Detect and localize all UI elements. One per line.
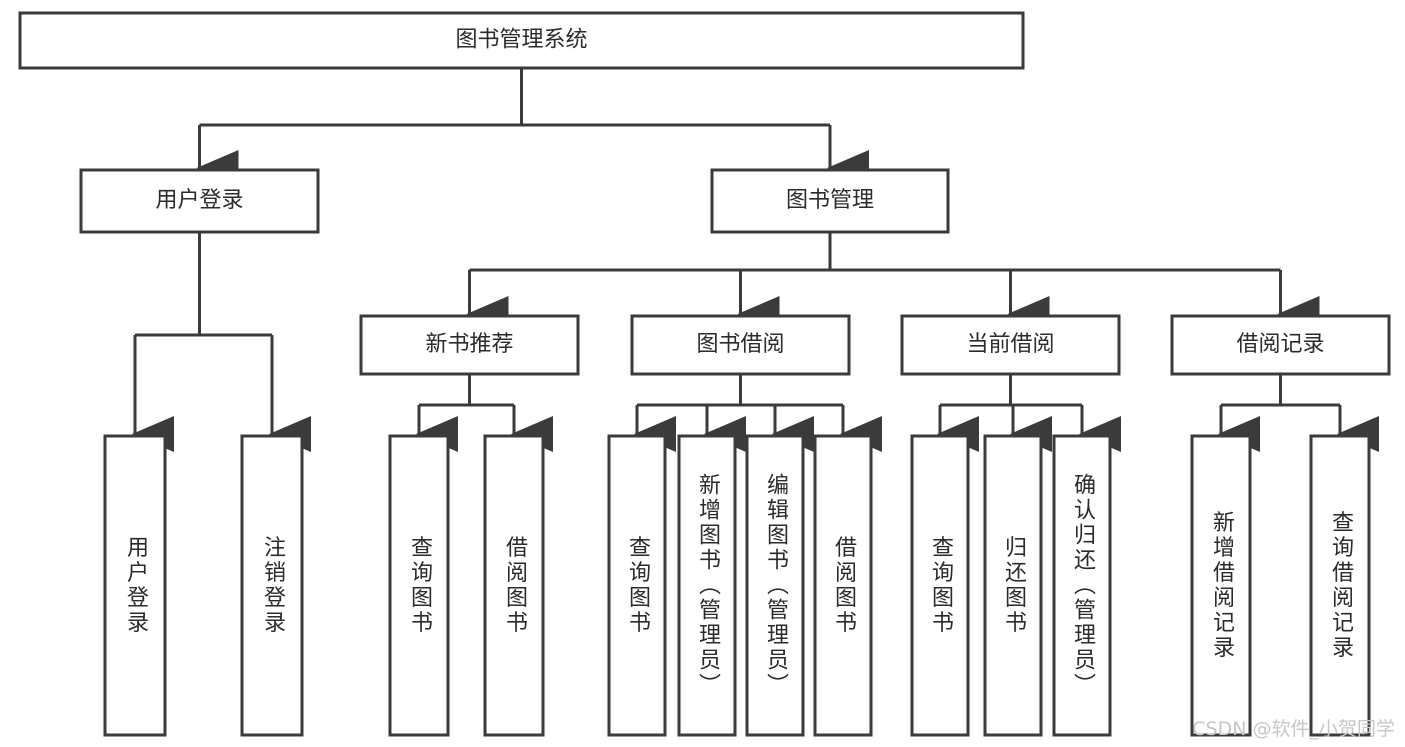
node-label: 新增借阅记录: [1209, 511, 1235, 661]
node-box: [983, 434, 1043, 737]
node-label: 当前借阅: [966, 332, 1054, 357]
node-label: 查询图书: [625, 536, 651, 636]
node-box: [1190, 434, 1252, 737]
node-box: [900, 314, 1121, 376]
node-label: 查询借阅记录: [1328, 511, 1354, 661]
node-level2-当前借阅-2[interactable]: 当前借阅: [900, 314, 1121, 376]
node-box: [483, 434, 545, 737]
node-label: 归还图书: [1001, 536, 1027, 636]
node-label: 图书管理系统: [455, 28, 587, 53]
node-box: [1170, 314, 1391, 376]
node-leaf-注销登录-1[interactable]: 注销登录: [240, 434, 304, 737]
node-leaf-新增图书管理员-5[interactable]: 新增图书（管理员）: [677, 434, 737, 737]
node-leaf-借阅图书-3[interactable]: 借阅图书: [483, 434, 545, 737]
node-label: 借阅图书: [831, 536, 857, 636]
node-leaf-新增借阅记录-11[interactable]: 新增借阅记录: [1190, 434, 1252, 737]
node-box: [18, 11, 1025, 70]
node-leaf-借阅图书-7[interactable]: 借阅图书: [813, 434, 873, 737]
node-label: 借阅记录: [1236, 332, 1324, 357]
node-box: [240, 434, 304, 737]
node-label: 用户登录: [155, 188, 243, 213]
node-box: [79, 168, 320, 234]
node-label: 新增图书（管理员）: [695, 473, 721, 698]
node-leaf-确认归还管理员-10[interactable]: 确认归还（管理员）: [1052, 434, 1112, 737]
node-box: [630, 314, 851, 376]
node-leaf-查询借阅记录-12[interactable]: 查询借阅记录: [1309, 434, 1371, 737]
node-label: 查询图书: [407, 536, 433, 636]
connectors-layer: [132, 68, 1379, 452]
node-leaf-编辑图书管理员-6[interactable]: 编辑图书（管理员）: [745, 434, 805, 737]
node-label: 用户登录: [123, 536, 149, 636]
node-label: 注销登录: [260, 536, 286, 636]
node-box: [910, 434, 970, 737]
node-level2-新书推荐-0[interactable]: 新书推荐: [359, 314, 580, 376]
node-box: [1052, 434, 1112, 737]
node-level2-借阅记录-3[interactable]: 借阅记录: [1170, 314, 1391, 376]
node-box: [1309, 434, 1371, 737]
node-box: [607, 434, 667, 737]
node-label: 编辑图书（管理员）: [763, 473, 789, 698]
node-label: 确认归还（管理员）: [1070, 473, 1096, 698]
node-level1-用户登录-0[interactable]: 用户登录: [79, 168, 320, 234]
nodes-layer: 图书管理系统用户登录图书管理新书推荐图书借阅当前借阅借阅记录用户登录注销登录查询…: [18, 11, 1391, 737]
node-box: [745, 434, 805, 737]
node-label: 图书管理: [786, 188, 874, 213]
node-box: [813, 434, 873, 737]
node-level2-图书借阅-1[interactable]: 图书借阅: [630, 314, 851, 376]
node-leaf-归还图书-9[interactable]: 归还图书: [983, 434, 1043, 737]
node-box: [710, 168, 950, 234]
node-root-图书管理系统-0[interactable]: 图书管理系统: [18, 11, 1025, 70]
node-label: 借阅图书: [502, 536, 528, 636]
node-leaf-查询图书-8[interactable]: 查询图书: [910, 434, 970, 737]
csdn-watermark: CSDN @软件_小贺同学: [1192, 718, 1395, 740]
node-label: 新书推荐: [425, 332, 513, 357]
node-leaf-查询图书-2[interactable]: 查询图书: [388, 434, 450, 737]
node-box: [388, 434, 450, 737]
node-leaf-用户登录-0[interactable]: 用户登录: [103, 434, 167, 737]
node-label: 图书借阅: [696, 332, 784, 357]
node-box: [359, 314, 580, 376]
node-label: 查询图书: [928, 536, 954, 636]
node-box: [677, 434, 737, 737]
node-leaf-查询图书-4[interactable]: 查询图书: [607, 434, 667, 737]
node-level1-图书管理-1[interactable]: 图书管理: [710, 168, 950, 234]
node-box: [103, 434, 167, 737]
